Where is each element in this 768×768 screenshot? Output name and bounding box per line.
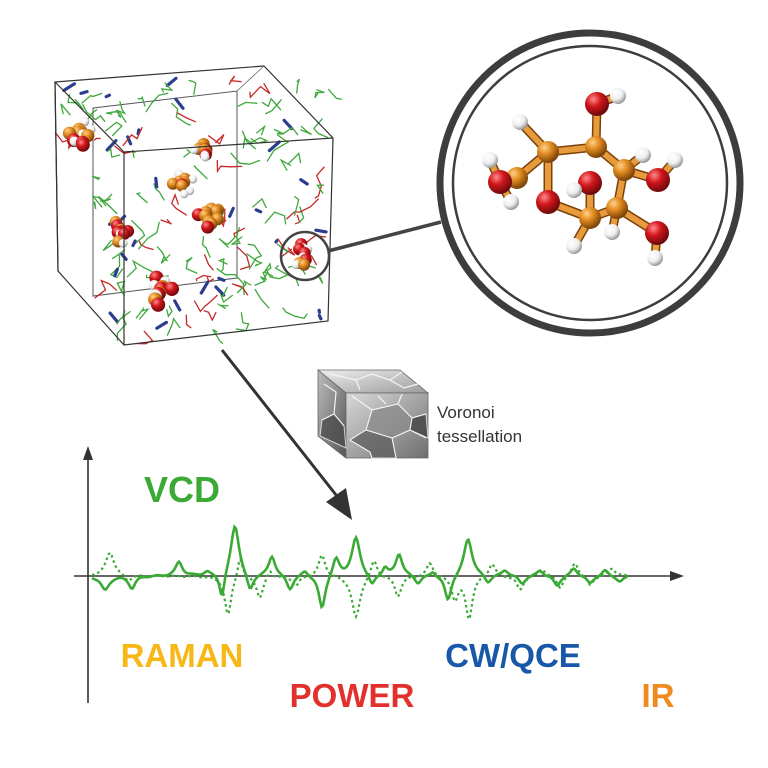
y-axis-arrowhead <box>83 446 93 460</box>
dotted-spectrum-line <box>91 551 628 622</box>
cwqce-label: CW/QCE <box>445 637 581 674</box>
vcd-label: VCD <box>144 469 220 510</box>
zoom-connector-line <box>327 220 442 253</box>
workflow-arrow-shaft <box>220 349 342 501</box>
voronoi-tessellation-cube-icon <box>316 369 430 459</box>
solid-spectrum-line <box>91 524 628 610</box>
power-label: POWER <box>290 677 415 714</box>
workflow-arrow-head <box>326 488 352 520</box>
selection-circle <box>279 230 331 282</box>
md-simulation-box-icon <box>54 65 343 346</box>
magnified-glucose-molecule-icon <box>436 29 744 337</box>
x-axis-arrowhead <box>670 571 684 581</box>
ir-label: IR <box>642 677 675 714</box>
raman-label: RAMAN <box>121 637 244 674</box>
voronoi-label-line1: Voronoi <box>437 403 495 422</box>
voronoi-label-line2: tessellation <box>437 427 522 446</box>
